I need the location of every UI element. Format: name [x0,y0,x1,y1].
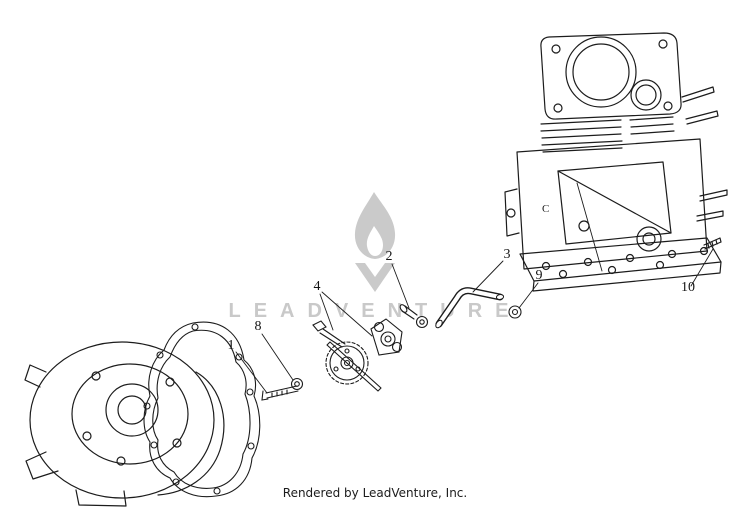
crankcase-stud [703,237,722,250]
outlet-fitting [399,304,429,329]
callout-3: 3 [504,247,511,262]
flame-icon [354,192,396,292]
callout-9: 9 [536,268,543,283]
cover-washer [290,377,304,391]
pipe-washer [508,305,522,319]
footer-credit: Rendered by LeadVenture, Inc. [283,486,467,500]
leader-lines [235,182,714,394]
watermark: LEADVENTURE [228,192,521,322]
cover-gasket [143,321,261,498]
cover-bolt [261,385,299,401]
callout-10: 10 [681,280,695,295]
callout-1: 1 [228,338,235,353]
crankcase-cover [24,341,225,507]
oil-pipe [435,287,505,329]
oil-pump-assembly [312,318,403,392]
callout-2: 2 [386,249,393,264]
callout-4: 4 [314,279,321,294]
engine-block [504,32,728,292]
watermark-text: LEADVENTURE [228,300,521,322]
callout-8: 8 [255,319,262,334]
engine-casting-mark: C [542,203,549,215]
